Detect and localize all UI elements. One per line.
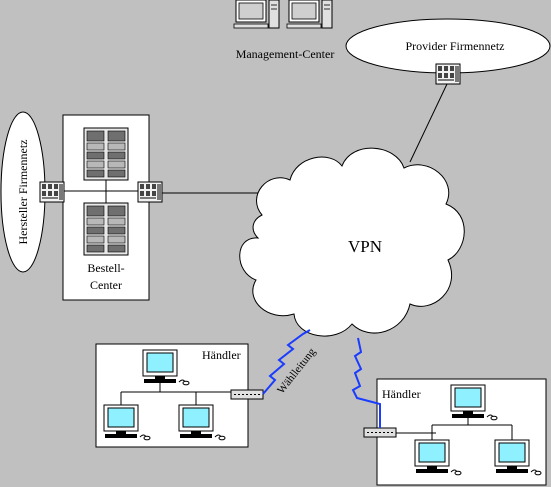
dealer-right-modem-icon	[363, 427, 397, 438]
order-center: Bestell- Center	[39, 114, 163, 301]
manufacturer-firewall-icon	[39, 181, 65, 203]
dealer-right: Händler	[363, 378, 547, 486]
dealer-left-label: Händler	[202, 348, 241, 362]
vpn-cloud: VPN	[239, 147, 465, 337]
dialup-line-label: Wählleitung	[275, 346, 318, 397]
vpn-label: VPN	[348, 237, 382, 256]
order-center-label-line1: Bestell-	[87, 261, 124, 275]
management-center: Management-Center	[233, 0, 335, 61]
dealer-left: Händler	[95, 343, 264, 448]
order-center-label-line2: Center	[90, 278, 122, 292]
manufacturer-network: Hersteller Firmennetz	[0, 111, 46, 273]
server-icon	[83, 127, 129, 181]
dialup-line-left	[262, 329, 311, 395]
dealer-right-label: Händler	[382, 387, 421, 401]
vpn-cloud-shape	[239, 147, 465, 337]
dealer-left-modem-icon	[230, 389, 264, 400]
dialup-line-right	[351, 337, 381, 428]
order-center-firewall-icon	[137, 181, 163, 203]
provider-network-label: Provider Firmennetz	[406, 39, 505, 53]
management-center-label: Management-Center	[236, 47, 335, 61]
manufacturer-network-label: Hersteller Firmennetz	[16, 140, 30, 245]
provider-link	[409, 83, 448, 163]
provider-network: Provider Firmennetz	[345, 18, 551, 85]
provider-firewall-icon	[435, 63, 461, 85]
management-workstation-icon	[233, 0, 280, 29]
management-workstation-icon	[286, 0, 333, 29]
server-icon	[83, 202, 129, 256]
